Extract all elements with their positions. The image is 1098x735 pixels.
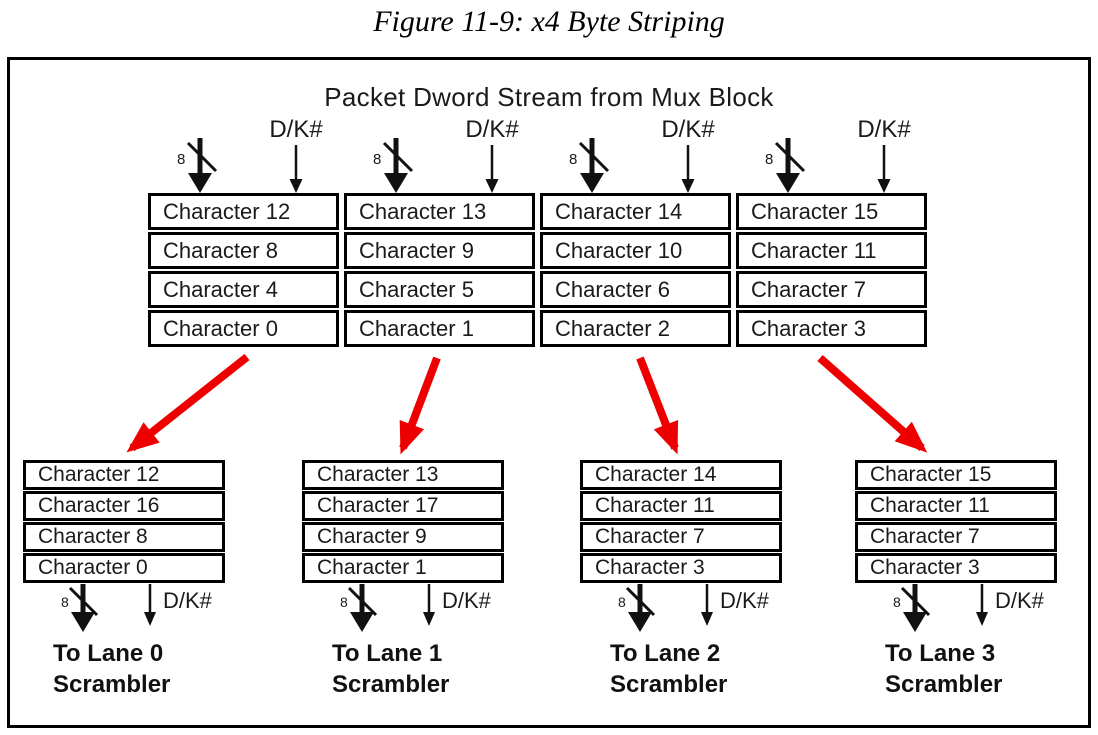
table-cell: Character 0 [148, 310, 339, 347]
dk-label: D/K# [442, 588, 491, 613]
dword-stream-table: Character 12 Character 13 Character 14 C… [148, 193, 927, 347]
lane-1-stack: Character 13 Character 17 Character 9 Ch… [302, 460, 504, 705]
lane-table-row: Character 3 [855, 553, 1057, 583]
lane-table-row: Character 0 [23, 553, 225, 583]
lane-3-stack: Character 15 Character 11 Character 7 Ch… [855, 460, 1057, 705]
bus-width-arrow-icon: 8 [61, 584, 99, 632]
dk-label: D/K# [857, 116, 911, 143]
diagram-frame: Packet Dword Stream from Mux Block D/K# … [7, 57, 1091, 728]
flow-arrow-lane1-icon [399, 356, 441, 455]
dk-arrow-icon [877, 145, 891, 193]
bus-width-arrow-icon: 8 [618, 584, 656, 632]
dk-arrow-icon [485, 145, 499, 193]
lane-0-scrambler-label: To Lane 0 Scrambler [53, 640, 171, 698]
dk-label: D/K# [163, 588, 212, 613]
bus-width-label: 8 [618, 594, 626, 610]
table-cell: Character 5 [344, 271, 535, 308]
bus-width-label: 8 [373, 151, 381, 168]
lane-table-row: Character 13 [302, 460, 504, 490]
dk-arrow-icon [976, 584, 988, 626]
lane-table-row: Character 8 [23, 522, 225, 552]
table-cell: Character 15 [736, 193, 927, 230]
flow-arrow-lane3-icon [817, 355, 928, 453]
flow-arrow-lane0-icon [126, 353, 250, 453]
lane-table-row: Character 7 [580, 522, 782, 552]
dk-label: D/K# [465, 116, 519, 143]
table-cell: Character 1 [344, 310, 535, 347]
table-cell: Character 3 [736, 310, 927, 347]
lane-table-row: Character 7 [855, 522, 1057, 552]
bus-width-label: 8 [177, 151, 185, 168]
dk-arrow-icon [701, 584, 713, 626]
table-cell: Character 13 [344, 193, 535, 230]
dk-arrow-icon [423, 584, 435, 626]
table-cell: Character 14 [540, 193, 731, 230]
lane-table-row: Character 3 [580, 553, 782, 583]
dk-label: D/K# [720, 588, 769, 613]
dk-arrow-icon [681, 145, 695, 193]
lane-1-scrambler-label: To Lane 1 Scrambler [332, 640, 450, 698]
lane-0-stack: Character 12 Character 16 Character 8 Ch… [23, 460, 225, 705]
lane-table-row: Character 15 [855, 460, 1057, 490]
lane-table-row: Character 12 [23, 460, 225, 490]
bus-width-arrow-icon: 8 [893, 584, 931, 632]
lane-table-row: Character 11 [855, 491, 1057, 521]
dk-arrow-icon [289, 145, 303, 193]
bus-width-arrow-icon: 8 [765, 138, 806, 193]
table-cell: Character 11 [736, 232, 927, 269]
bus-width-label: 8 [765, 151, 773, 168]
lane-2-scrambler-label: To Lane 2 Scrambler [610, 640, 728, 698]
table-cell: Character 9 [344, 232, 535, 269]
table-cell: Character 8 [148, 232, 339, 269]
table-cell: Character 7 [736, 271, 927, 308]
lane-3-scrambler-label: To Lane 3 Scrambler [885, 640, 1003, 698]
figure-title: Figure 11-9: x4 Byte Striping [373, 5, 725, 38]
bus-width-label: 8 [893, 594, 901, 610]
lane-table-row: Character 14 [580, 460, 782, 490]
lane-2-stack: Character 14 Character 11 Character 7 Ch… [580, 460, 782, 705]
flow-arrow-lane2-icon [636, 356, 679, 455]
diagram-heading: Packet Dword Stream from Mux Block [324, 82, 774, 112]
lane-table-row: Character 9 [302, 522, 504, 552]
table-cell: Character 6 [540, 271, 731, 308]
top-arrows-column-0: D/K# 8 [148, 116, 338, 193]
bus-width-arrow-icon: 8 [177, 138, 218, 193]
bus-width-label: 8 [340, 594, 348, 610]
table-cell: Character 2 [540, 310, 731, 347]
bus-width-arrow-icon: 8 [340, 584, 378, 632]
top-arrows-column-1: D/K# 8 [344, 116, 534, 193]
table-cell: Character 4 [148, 271, 339, 308]
lane-table-row: Character 11 [580, 491, 782, 521]
lane-table-row: Character 1 [302, 553, 504, 583]
bus-width-label: 8 [61, 594, 69, 610]
bus-width-arrow-icon: 8 [373, 138, 414, 193]
lane-table-row: Character 16 [23, 491, 225, 521]
dk-arrow-icon [144, 584, 156, 626]
bus-width-arrow-icon: 8 [569, 138, 610, 193]
top-arrows-column-3: D/K# 8 [736, 116, 926, 193]
top-arrows-column-2: D/K# 8 [540, 116, 730, 193]
bus-width-label: 8 [569, 151, 577, 168]
table-cell: Character 12 [148, 193, 339, 230]
dk-label: D/K# [661, 116, 715, 143]
lane-table-row: Character 17 [302, 491, 504, 521]
dk-label: D/K# [995, 588, 1044, 613]
dk-label: D/K# [269, 116, 323, 143]
table-cell: Character 10 [540, 232, 731, 269]
